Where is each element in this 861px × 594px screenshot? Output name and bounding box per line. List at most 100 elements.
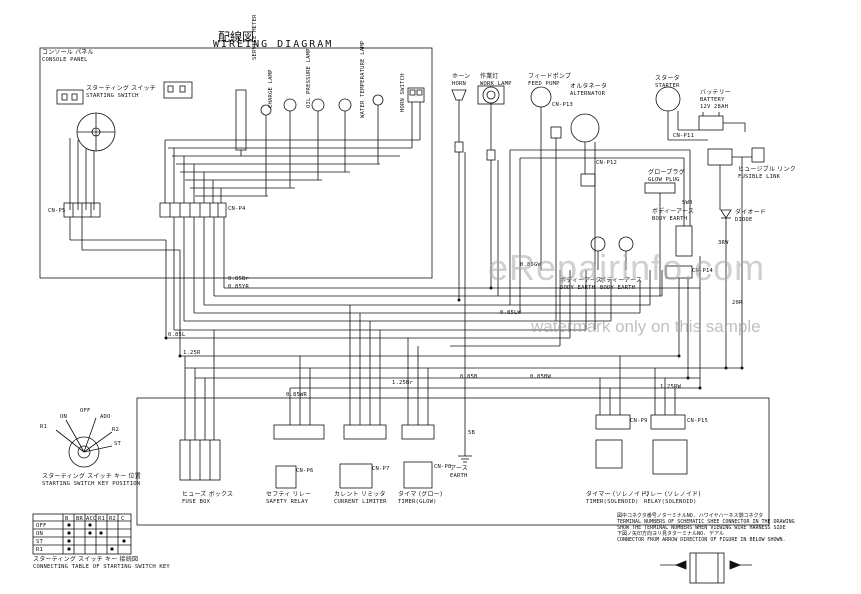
diode-jp: ダイオード: [735, 209, 767, 216]
key-pos-ado: ADO: [100, 414, 111, 420]
table-col-acc: ACC: [86, 516, 97, 522]
timer-glow-jp: タイマ (グロー): [398, 491, 443, 498]
key-position-icon: [68, 436, 100, 468]
body-earth-a-jp: ボディーアース: [560, 277, 603, 284]
work-lamp-en: WORK LAMP: [480, 81, 512, 87]
connector-id-p6: CN-P6: [296, 468, 314, 474]
key-position-jp: スターティング スイッチ キー 位置: [42, 473, 141, 480]
work-lamp-jp: 作業灯: [480, 73, 499, 80]
wire-label-7: 20R: [732, 300, 743, 306]
connector-id-p15: CN-P15: [687, 418, 709, 424]
fusible-link-jp: ヒュージブル リンク: [738, 166, 796, 173]
starting-switch-jp: スターティング スイッチ: [86, 85, 156, 92]
table-col-br: BR: [76, 516, 84, 522]
key-position-en: STARTING SWITCH KEY POSITION: [42, 481, 141, 487]
connector-id-p12: CN-P12: [596, 160, 618, 166]
table-row-r1: R1: [36, 547, 44, 553]
diode-en: DIODE: [735, 217, 753, 223]
glow-plug-jp: グロープラグ: [648, 169, 685, 176]
body-earth-top-en: BODY EARTH: [652, 216, 688, 222]
key-pos-st: ST: [114, 441, 122, 447]
timer-solenoid-en: TIMER(SOLENOID): [586, 499, 639, 505]
service-meter-label: SERVICE METER: [252, 14, 258, 60]
body-earth-b-jp: ボディーアース: [600, 277, 643, 284]
table-col-r2: R2: [109, 516, 117, 522]
wire-label-3: 0.85B: [460, 374, 478, 380]
horn-en: HORN: [452, 81, 467, 87]
earth-jp: アース: [450, 465, 468, 472]
connector-id-p9: CN-P9: [630, 418, 648, 424]
wire-label-12: 0.85Br: [228, 276, 250, 282]
lower-module-frame: [136, 397, 770, 526]
connector-id-p4: CN-P4: [228, 206, 246, 212]
connecting-table-jp: スターティング スイッチ キー 接続図: [33, 556, 139, 563]
body-earth-a-en: BODY EARTH: [560, 285, 596, 291]
alternator-en: ALTERNATOR: [570, 91, 606, 97]
feed-pump-jp: フィードポンプ: [528, 73, 572, 80]
charge-lamp-label: CHARGE LAMP: [268, 69, 274, 108]
safety-relay-jp: セフティ リレー: [266, 491, 312, 498]
wire-label-13: 0.85YR: [228, 284, 250, 290]
feed-pump-en: FEED PUMP: [528, 81, 560, 87]
timer-solenoid-jp: タイマー (ソレノイド): [586, 491, 649, 498]
connecting-table-grid: [32, 513, 132, 555]
console-panel-jp: コンソール パネル: [42, 49, 94, 56]
key-pos-off: OFF: [80, 408, 91, 414]
key-pos-r2: R2: [112, 427, 120, 433]
relay-solenoid-jp: リレー (ソレノイド): [644, 491, 701, 498]
timer-glow-en: TIMER(GLOW): [398, 499, 437, 505]
table-row-st: ST: [36, 539, 44, 545]
fuse-box-jp: ヒューズ ボックス: [182, 491, 234, 498]
starter-en: STARTER: [655, 83, 680, 89]
horn-jp: ホーン: [452, 73, 471, 80]
wire-label-15: 0.85LW: [500, 310, 522, 316]
body-earth-b-en: BODY EARTH: [600, 285, 636, 291]
battery-spec: 12V 28AH: [700, 104, 729, 110]
watermark-site: eRepairinfo.com: [488, 247, 766, 288]
connector-id-p7: CN-P7: [372, 466, 390, 472]
water-temp-lamp-label: WATER TEMPERATURE LAMP: [360, 40, 366, 118]
current-limiter-en: CURRENT LIMITER: [334, 499, 387, 505]
watermark-sample: watermark only on this sample: [531, 317, 761, 336]
connector-illustration: [689, 552, 725, 584]
table-row-off: OFF: [36, 523, 47, 529]
connecting-table-en: CONNECTING TABLE OF STARTING SWITCH KEY: [33, 564, 170, 570]
connector-note-5: CONNECTOR FROM ARROW DIRECTION OF FIGURE…: [617, 537, 786, 543]
fuse-box-en: FUSE BOX: [182, 499, 211, 505]
wire-label-10: 0.85WR: [286, 392, 308, 398]
starter-jp: スタータ: [655, 75, 680, 82]
horn-switch-label: HORN SWITCH: [400, 73, 406, 112]
wire-label-5: 5WB: [682, 200, 693, 206]
starting-switch-en: STARTING SWITCH: [86, 93, 139, 99]
table-col-r1: R1: [98, 516, 106, 522]
oil-pressure-lamp-label: OIL PRESSURE LAMP: [306, 48, 312, 108]
alternator-jp: オルタネータ: [570, 83, 608, 90]
wire-label-2: 0.85L: [168, 332, 186, 338]
wire-label-11: 5B: [468, 430, 476, 436]
table-row-on: ON: [36, 531, 44, 537]
wire-label-8: 1.25RW: [660, 384, 682, 390]
fusible-link-en: FUSIBLE LINK: [738, 174, 781, 180]
console-panel-en: CONSOLE PANEL: [42, 57, 88, 63]
connector-note-4: 下図ノ矢印方向ヨリ見タターミナルNO. デアル: [617, 531, 724, 537]
connector-id-p8: CN-P8: [434, 464, 452, 470]
key-pos-on: ON: [60, 414, 68, 420]
table-col-c: C: [121, 516, 125, 522]
connector-id-p13: CN-P13: [552, 102, 574, 108]
wire-label-1: 1.25R: [183, 350, 201, 356]
connector-note-1: 図中コネクタ番号ノターミナルNO. ハワイヤハーネス側コネクタ: [617, 513, 764, 519]
connector-note-2: TERMINAL NUMBERS OF SCHEMATIC SHEE CONNE…: [617, 519, 795, 525]
wire-label-4: 0.85BW: [530, 374, 552, 380]
key-pos-r1: R1: [40, 424, 48, 430]
title-en: WIREING DIAGRAM: [213, 39, 334, 50]
title-jp: 配線図: [218, 30, 255, 44]
connector-note-3: SHOW THE TERMINAL NUMBERS WHEN VIEWING W…: [617, 525, 786, 531]
wire-label-9: 1.25Br: [392, 380, 414, 386]
relay-solenoid-en: RELAY(SOLENOID): [644, 499, 697, 505]
wire-label-14: 0.85GW: [520, 262, 542, 268]
connector-id-p11: CN-P11: [673, 133, 695, 139]
table-col-b: B: [65, 516, 69, 522]
safety-relay-en: SAFETY RELAY: [266, 499, 309, 505]
